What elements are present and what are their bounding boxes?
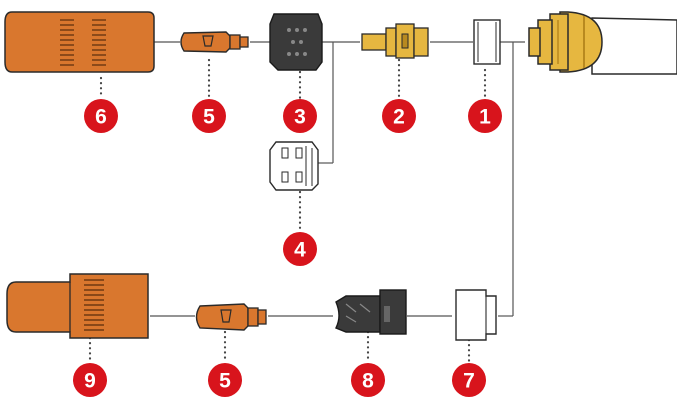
leader-lines [88, 58, 487, 364]
part-7-retaining-ring-icon [455, 289, 497, 341]
callout-3: 3 [283, 99, 317, 133]
callout-1: 1 [468, 99, 502, 133]
callout-9: 9 [73, 363, 107, 397]
callout-badges: 6 5 3 2 1 4 9 5 [73, 99, 502, 397]
callout-6-label: 6 [95, 106, 107, 129]
connector-lines [150, 41, 525, 317]
callout-1-label: 1 [479, 106, 491, 129]
part-4-swirl-ring-icon [269, 141, 319, 191]
part-9-shield-cup-icon [6, 273, 149, 339]
part-6-shield-cup-icon [4, 11, 155, 73]
callout-5-bottom-label: 5 [219, 370, 231, 393]
callout-5-top-label: 5 [203, 106, 215, 129]
callout-6: 6 [84, 99, 118, 133]
part-5-bottom-nozzle-icon [195, 303, 267, 331]
callout-4: 4 [283, 232, 317, 266]
part-2-electrode-icon [361, 23, 429, 59]
callout-7: 7 [452, 363, 486, 397]
torch-head-icon [528, 11, 677, 75]
callout-9-label: 9 [84, 370, 96, 393]
callout-2: 2 [382, 99, 416, 133]
part-1-ring-icon [473, 19, 501, 65]
part-3-swirl-ring-icon [269, 13, 323, 71]
callout-4-label: 4 [294, 239, 306, 262]
callout-8-label: 8 [362, 370, 374, 393]
callout-2-label: 2 [393, 106, 405, 129]
callout-3-label: 3 [294, 106, 306, 129]
part-5-top-nozzle-icon [180, 31, 249, 53]
callout-5-top: 5 [192, 99, 226, 133]
callout-5-bottom: 5 [208, 363, 242, 397]
callout-8: 8 [351, 363, 385, 397]
callout-7-label: 7 [463, 370, 475, 393]
part-8-electrode-icon [335, 289, 407, 335]
